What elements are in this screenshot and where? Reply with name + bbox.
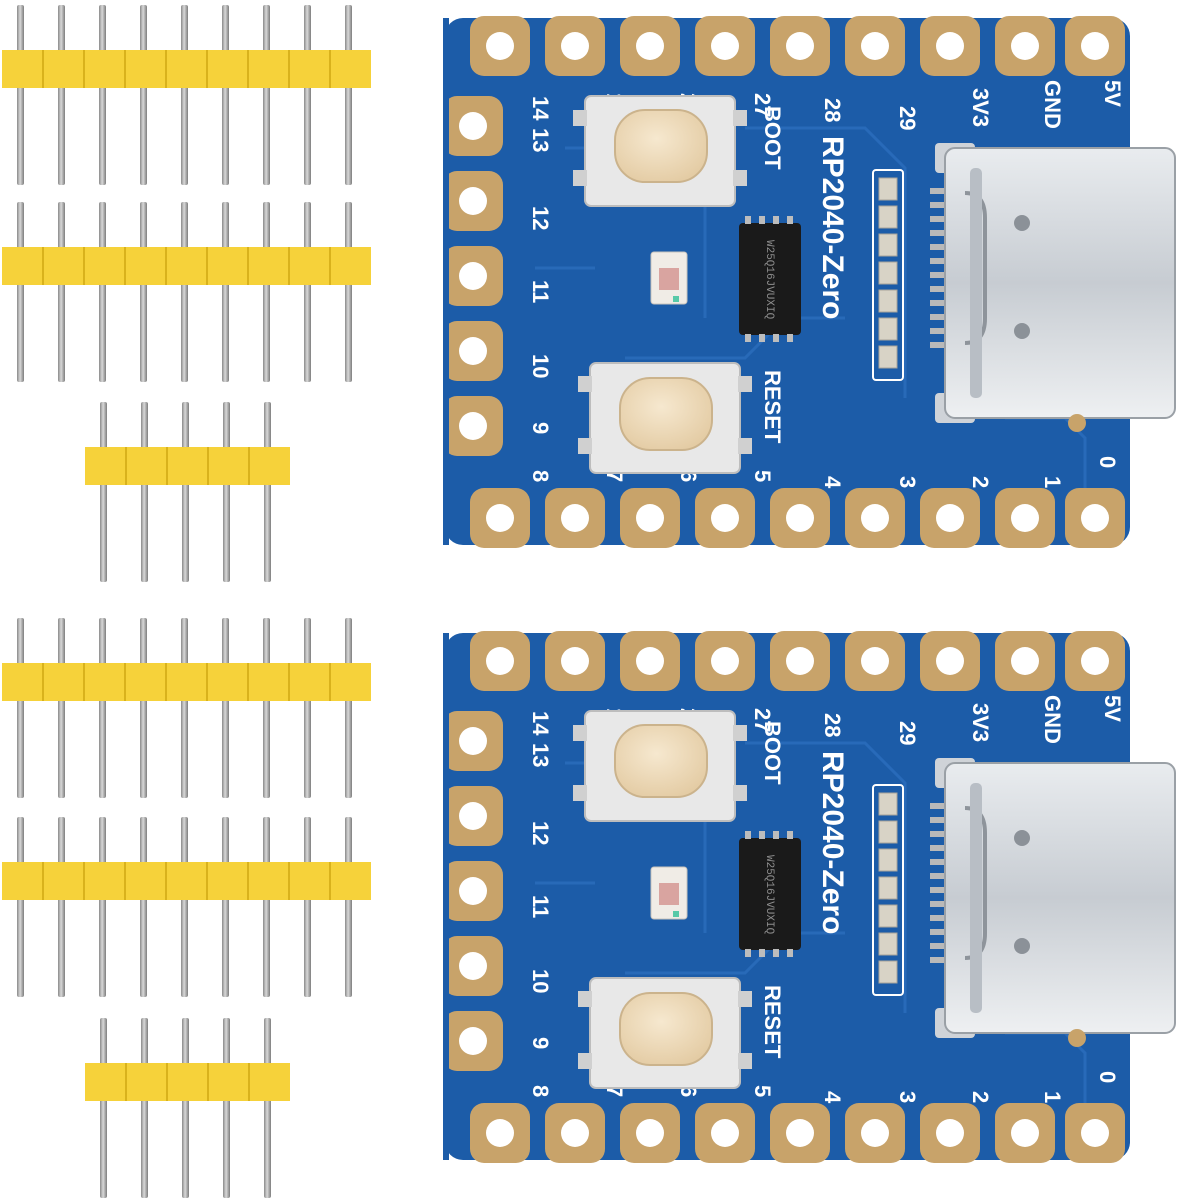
board-title: RP2040-Zero	[816, 751, 849, 934]
pin-label: 27	[750, 708, 775, 732]
header-strip-4	[2, 618, 371, 798]
reset-label: RESET	[760, 985, 785, 1059]
rgb-led	[650, 866, 688, 920]
header-pins	[100, 1018, 271, 1198]
reset-button	[578, 977, 752, 1089]
header-plastic	[2, 247, 371, 285]
chip-marking: W25Q16JVUXIQ	[763, 240, 775, 320]
rp2040-zero-board-2: 29 28 27 26 15 3V3 GND 5V 14 13 12 11 10…	[443, 631, 1176, 1163]
pin-label: 10	[528, 354, 553, 378]
pin-label: 13	[528, 128, 553, 152]
pin-label: 5V	[1100, 80, 1125, 107]
usb-c-connector	[930, 143, 1176, 423]
pin-label: 27	[750, 93, 775, 117]
pin-label: 3	[895, 1091, 920, 1103]
pin-label: 0	[1095, 456, 1120, 468]
header-pins	[17, 618, 352, 798]
pin-label: 3V3	[968, 703, 993, 742]
pin-label: 3V3	[968, 88, 993, 127]
pin-label: 1	[1040, 1091, 1065, 1103]
pin-label: 10	[528, 969, 553, 993]
header-pins	[17, 202, 352, 382]
header-plastic	[2, 862, 371, 900]
pin-label: 3	[895, 476, 920, 488]
pin-label: 12	[528, 821, 553, 845]
boot-label: BOOT	[760, 721, 785, 785]
board-title: RP2040-Zero	[816, 136, 849, 319]
header-pins	[17, 817, 352, 997]
boot-button	[573, 95, 747, 207]
header-pins	[100, 402, 271, 582]
pin-label: 11	[528, 280, 553, 303]
pin-label: 13	[528, 743, 553, 767]
pin-label: 5V	[1100, 695, 1125, 722]
pin-label: 1	[1040, 476, 1065, 488]
pin-label: 29	[895, 106, 920, 130]
pin-label: 9	[528, 422, 553, 434]
chip-marking: W25Q16JVUXIQ	[763, 855, 775, 935]
pin-label: 14	[528, 96, 553, 121]
header-plastic	[85, 1063, 290, 1101]
header-strip-2	[2, 202, 371, 382]
component-array	[872, 169, 904, 381]
header-plastic	[85, 447, 290, 485]
pin-label: 5	[750, 470, 775, 482]
header-strip-1	[2, 5, 371, 185]
rp2040-zero-board-1: 29 28 27 26 15 3V3 GND 5V 14 13 12 11 10…	[443, 16, 1176, 548]
pin-label: 2	[968, 476, 993, 488]
pin-label: 4	[820, 476, 845, 489]
pin-label: 28	[820, 98, 845, 122]
boot-button	[573, 710, 747, 822]
reset-label: RESET	[760, 370, 785, 444]
usb-c-connector	[930, 758, 1176, 1038]
pin-label: 14	[528, 711, 553, 736]
pin-label: 2	[968, 1091, 993, 1103]
pin-label: 4	[820, 1091, 845, 1104]
flash-chip: W25Q16JVUXIQ	[739, 831, 801, 957]
component-array	[872, 784, 904, 996]
header-strip-5	[2, 817, 371, 997]
pin-label: GND	[1040, 695, 1065, 744]
pin-label: 5	[750, 1085, 775, 1097]
header-strip-6	[85, 1018, 290, 1198]
pin-label: GND	[1040, 80, 1065, 129]
pin-label: 8	[528, 1085, 553, 1097]
header-pins	[17, 5, 352, 185]
pin-label: 0	[1095, 1071, 1120, 1083]
header-plastic	[2, 663, 371, 701]
pin-label: 12	[528, 206, 553, 230]
pin-label: 8	[528, 470, 553, 482]
reset-button	[578, 362, 752, 474]
header-strip-3	[85, 402, 290, 582]
boot-label: BOOT	[760, 106, 785, 170]
rgb-led	[650, 251, 688, 305]
pin-label: 28	[820, 713, 845, 737]
pin-label: 11	[528, 895, 553, 918]
pin-label: 29	[895, 721, 920, 745]
flash-chip: W25Q16JVUXIQ	[739, 216, 801, 342]
header-plastic	[2, 50, 371, 88]
pin-label: 9	[528, 1037, 553, 1049]
